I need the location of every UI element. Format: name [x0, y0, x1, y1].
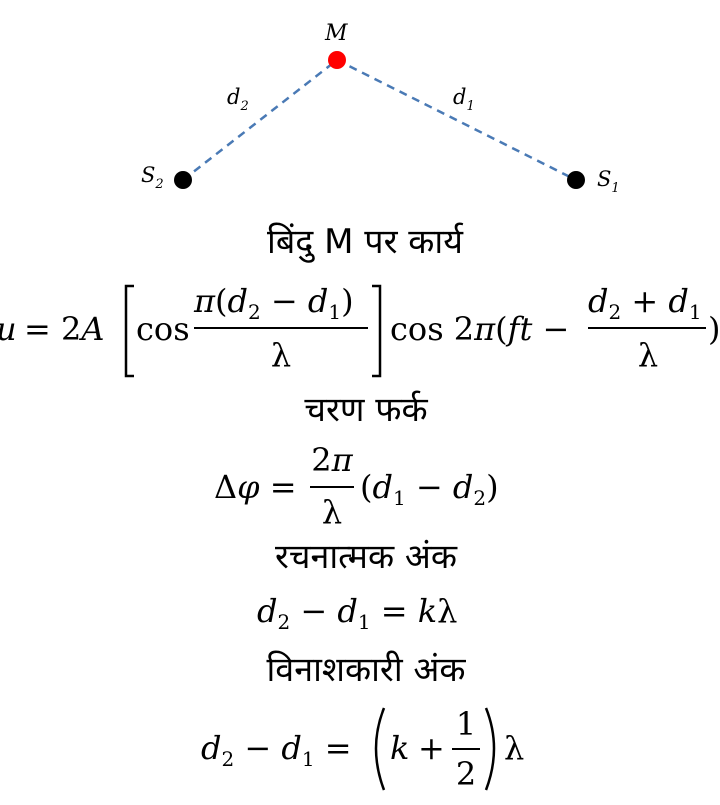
distance-d2-label: d2 [227, 85, 249, 114]
svg-text:1: 1 [456, 705, 476, 743]
function-heading: बिंदु M पर कार्य [267, 222, 464, 263]
svg-text:d2 − d1 =: d2 − d1 = [201, 729, 352, 771]
phase-difference-equation: Δφ = 2π λ (d1 − d2) [214, 441, 499, 531]
point-m-label: M [324, 21, 348, 46]
svg-text:λ: λ [271, 336, 291, 374]
svg-text:π(d2 − d1): π(d2 − d1) [193, 282, 354, 324]
source-s2-label: S2 [141, 163, 164, 192]
svg-text:(d1 − d2): (d1 − d2) [360, 468, 499, 510]
source-s1 [567, 171, 585, 189]
source-s2 [174, 171, 192, 189]
svg-text:λ: λ [504, 729, 524, 767]
line-s2-to-m [182, 59, 338, 181]
svg-text:u: u [0, 310, 17, 348]
svg-text:λ: λ [322, 493, 342, 531]
svg-text:Δφ =: Δφ = [214, 468, 297, 506]
phase-heading: चरण फर्क [304, 390, 428, 430]
svg-text:): ) [708, 310, 720, 348]
source-s1-label: S1 [597, 167, 620, 196]
svg-text:λ: λ [638, 336, 658, 374]
svg-text:d2 + d1: d2 + d1 [588, 282, 702, 324]
destructive-equation: d2 − d1 = k + 1 2 λ [201, 705, 524, 793]
svg-text:= 2A: = 2A [24, 310, 104, 348]
svg-text:k: k [390, 729, 409, 767]
constructive-equation: d2 − d1 = kλ [257, 592, 457, 634]
svg-text:2π: 2π [311, 441, 353, 479]
destructive-heading: विनाशकारी अंक [266, 650, 466, 690]
point-m [328, 51, 346, 69]
svg-text:cos 2π(ft −: cos 2π(ft − [390, 310, 569, 348]
line-s1-to-m [336, 58, 577, 182]
constructive-heading: रचनात्मक अंक [275, 537, 458, 577]
distance-d1-label: d1 [453, 85, 475, 114]
svg-text:+: + [418, 729, 445, 767]
wave-function-equation: u = 2A cos π(d2 − d1) λ cos 2π(ft − d2 +… [0, 282, 720, 378]
svg-text:2: 2 [456, 755, 476, 793]
svg-text:cos: cos [136, 310, 190, 348]
